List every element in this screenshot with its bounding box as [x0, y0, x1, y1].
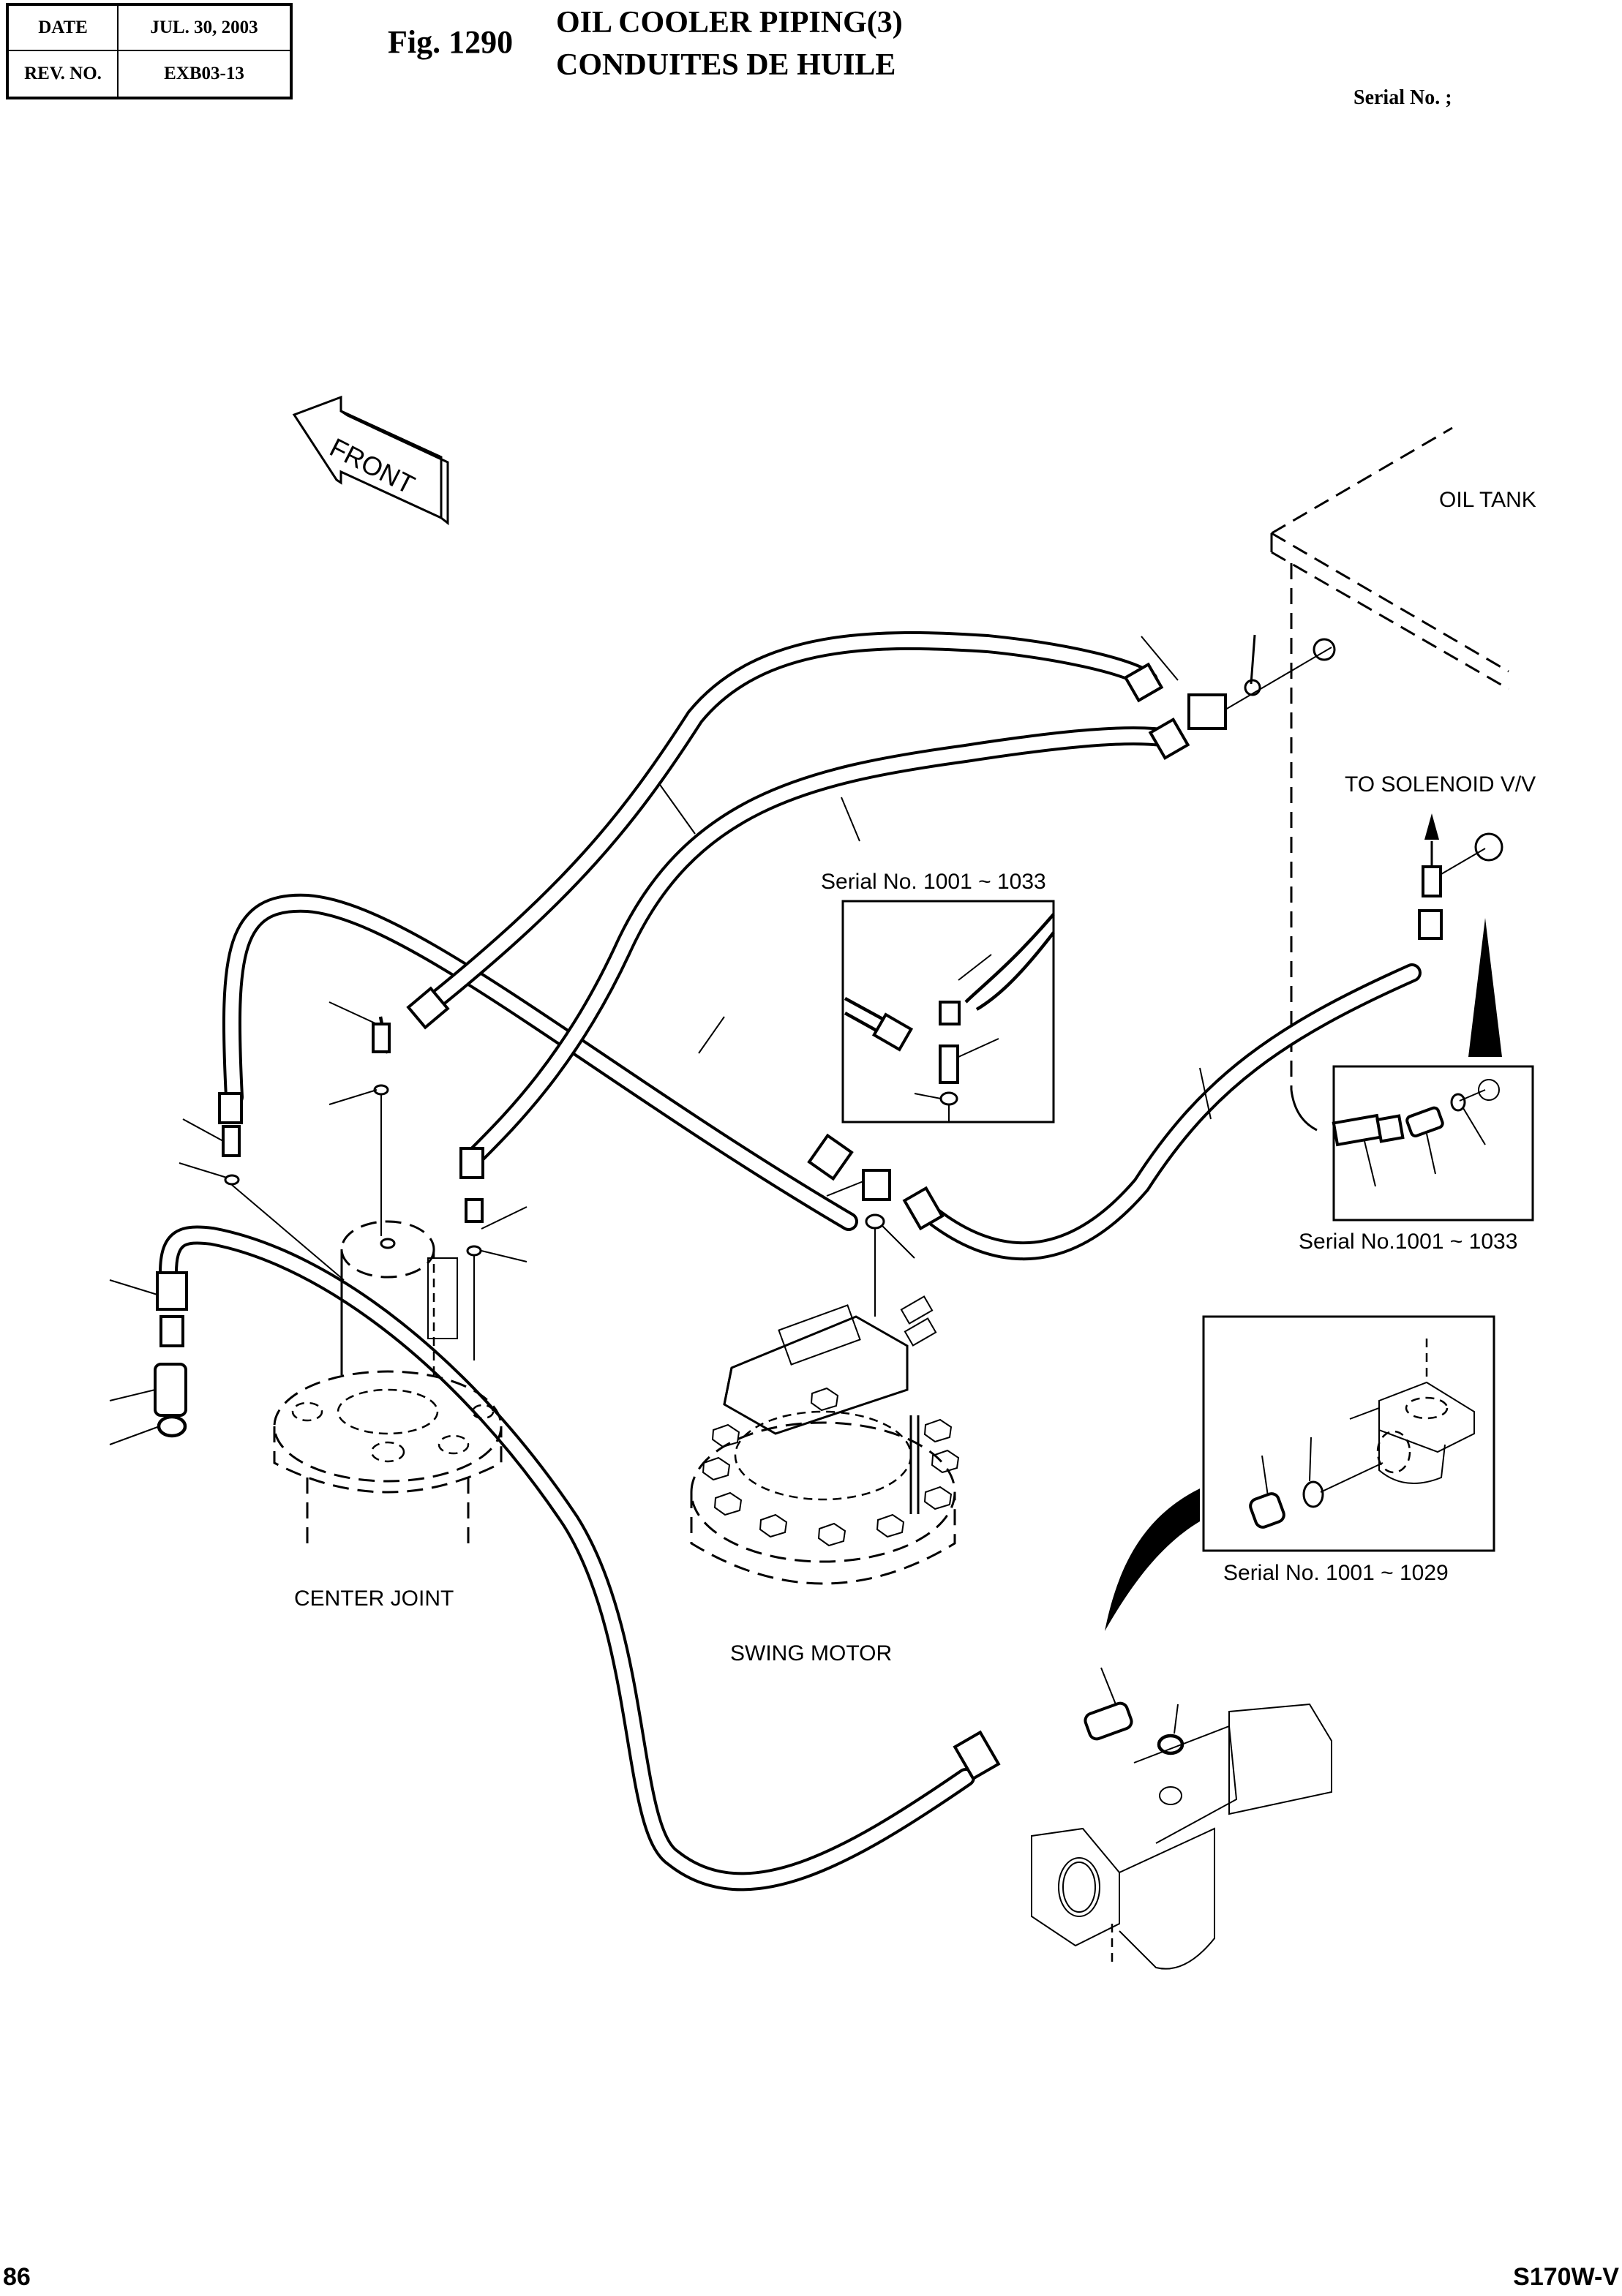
adapter-fitting	[222, 1125, 241, 1157]
title-french: CONDUITES DE HUILE	[556, 48, 896, 82]
valve-housing	[1031, 1703, 1332, 1970]
rev-value: EXB03-13	[164, 64, 244, 83]
plug-fitting	[1474, 832, 1503, 862]
o-ring	[1244, 679, 1261, 696]
o-ring	[865, 1213, 885, 1230]
center-joint: CENTER JOINT	[273, 1220, 503, 1611]
arrow-up-icon	[1424, 813, 1439, 840]
pointer-swoosh-icon	[1105, 1488, 1200, 1631]
oil-tank-label: OIL TANK	[1439, 488, 1536, 512]
tee-fitting	[1187, 693, 1227, 730]
o-ring	[157, 1415, 187, 1438]
title-english: OIL COOLER PIPING(3)	[556, 6, 903, 39]
figure-title: OIL COOLER PIPING(3) CONDUITES DE HUILE	[556, 1, 903, 86]
pointer-arrow-icon	[1468, 918, 1502, 1057]
figure-number: Fig. 1290	[388, 24, 514, 60]
tee-fitting	[1422, 865, 1442, 897]
o-ring	[939, 1091, 958, 1106]
swing-motor: SWING MOTOR	[690, 1295, 960, 1665]
model-number: S170W-V	[1513, 2263, 1619, 2291]
inset-lower-serial-1029: Serial No. 1001 ~ 1029	[1105, 1315, 1495, 1631]
inset-right-serial-label: Serial No.1001 ~ 1033	[1299, 1230, 1517, 1254]
date-value: JUL. 30, 2003	[119, 6, 290, 51]
adapter-fitting	[1249, 1492, 1285, 1529]
adapter-fitting	[154, 1363, 187, 1417]
to-solenoid-label: TO SOLENOID V/V	[1345, 772, 1536, 797]
o-ring	[1302, 1480, 1324, 1508]
tee-fitting	[862, 1169, 891, 1201]
date-label: DATE	[9, 6, 119, 51]
o-ring	[224, 1174, 240, 1186]
leader-lines	[109, 636, 1212, 1734]
adapter-fitting	[465, 1198, 484, 1223]
revision-table: DATE JUL. 30, 2003 REV. NO. EXB03-13	[6, 3, 293, 99]
oil-tank: OIL TANK	[1270, 426, 1536, 1132]
swing-motor-label: SWING MOTOR	[730, 1641, 892, 1665]
elbow-fitting	[1084, 1701, 1133, 1741]
inset-right-serial-1033: Serial No.1001 ~ 1033	[1299, 918, 1534, 1254]
center-joint-label: CENTER JOINT	[294, 1587, 454, 1611]
elbow-fitting	[1405, 1106, 1444, 1137]
elbow-fitting	[372, 1023, 391, 1053]
page-number: 86	[3, 2263, 31, 2291]
inset-upper-serial-label: Serial No. 1001 ~ 1033	[821, 870, 1046, 894]
inset-lower-serial-label: Serial No. 1001 ~ 1029	[1223, 1561, 1449, 1585]
o-ring	[466, 1245, 482, 1257]
inset-upper-serial-1033: Serial No. 1001 ~ 1033	[821, 870, 1055, 1123]
serial-number-header: Serial No. ;	[1353, 86, 1452, 109]
rev-label: REV. NO.	[9, 51, 119, 97]
tee-fitting	[939, 1045, 959, 1084]
o-ring	[1450, 1093, 1466, 1112]
front-arrow-icon: FRONT	[292, 395, 449, 526]
adapter-fitting	[159, 1315, 184, 1347]
hose-upper-s	[159, 631, 1422, 1892]
plug-fitting	[1313, 638, 1336, 661]
o-ring	[1157, 1734, 1184, 1755]
